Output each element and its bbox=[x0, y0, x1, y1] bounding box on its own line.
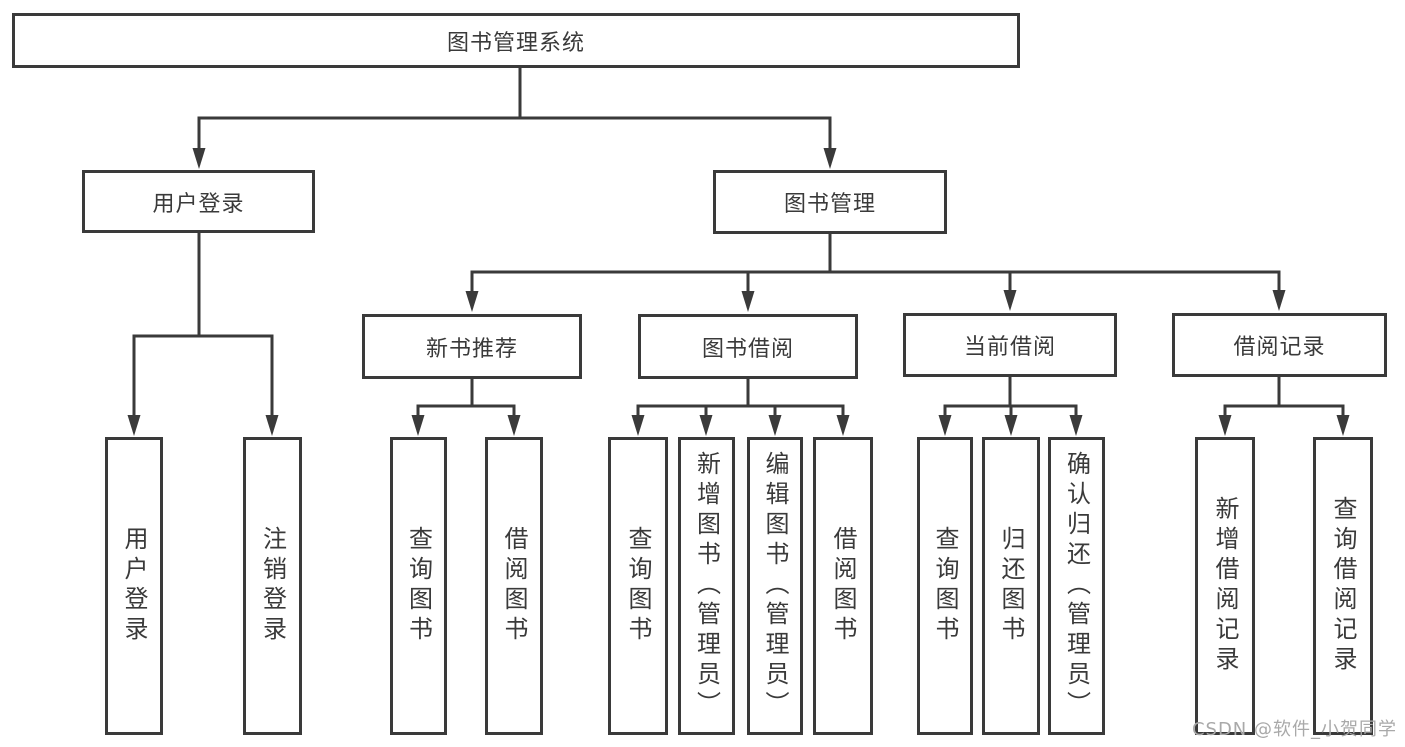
leaf-query-borrow-record: 查询借阅记录 bbox=[1313, 437, 1373, 735]
arrowhead bbox=[823, 148, 837, 169]
node-book-management-group: 图书管理 bbox=[713, 170, 947, 234]
leaf-query-books-recommend-label: 查询图书 bbox=[404, 526, 433, 646]
leaf-user-login-label: 用户登录 bbox=[120, 526, 148, 646]
leaf-return-books-label: 归还图书 bbox=[997, 526, 1025, 646]
node-current-borrowing-label: 当前借阅 bbox=[963, 335, 1056, 360]
node-new-book-recommend-label: 新书推荐 bbox=[425, 336, 518, 362]
arrowhead bbox=[1272, 290, 1286, 311]
arrowhead bbox=[465, 291, 479, 312]
arrowhead bbox=[1004, 415, 1018, 436]
connector-root-to-level1 bbox=[192, 68, 837, 169]
arrowhead bbox=[192, 148, 206, 169]
arrowhead bbox=[938, 415, 952, 436]
leaf-borrow-books-label: 借阅图书 bbox=[829, 526, 857, 646]
node-root-label: 图书管理系统 bbox=[446, 30, 585, 56]
arrowhead bbox=[411, 415, 425, 436]
leaf-query-books-borrowing: 查询图书 bbox=[608, 437, 668, 735]
connector-borrowing-records-to-leaves bbox=[1218, 377, 1350, 436]
node-book-management-group-label: 图书管理 bbox=[783, 192, 876, 217]
leaf-borrow-books-recommend: 借阅图书 bbox=[485, 437, 543, 735]
leaf-edit-books-admin: 编辑图书（管理员） bbox=[747, 437, 803, 735]
node-user-login-group-label: 用户登录 bbox=[152, 191, 245, 217]
leaf-borrow-books-recommend-label: 借阅图书 bbox=[500, 526, 528, 646]
leaf-add-borrow-record: 新增借阅记录 bbox=[1195, 437, 1255, 735]
leaf-add-books-admin-label: 新增图书（管理员） bbox=[692, 451, 721, 721]
leaf-query-books-recommend: 查询图书 bbox=[390, 437, 447, 735]
leaf-return-books: 归还图书 bbox=[982, 437, 1040, 735]
node-book-borrowing: 图书借阅 bbox=[638, 314, 858, 379]
leaf-confirm-return-admin-label: 确认归还（管理员） bbox=[1062, 451, 1091, 721]
node-current-borrowing: 当前借阅 bbox=[903, 313, 1117, 377]
arrowhead bbox=[836, 415, 850, 436]
arrowhead bbox=[741, 291, 755, 312]
leaf-confirm-return-admin: 确认归还（管理员） bbox=[1048, 437, 1105, 735]
arrowhead bbox=[265, 415, 279, 436]
arrowhead bbox=[507, 415, 521, 436]
leaf-logout: 注销登录 bbox=[243, 437, 302, 735]
leaf-user-login: 用户登录 bbox=[105, 437, 163, 735]
node-borrowing-records: 借阅记录 bbox=[1172, 313, 1387, 377]
arrowhead bbox=[1003, 290, 1017, 311]
leaf-query-borrow-record-label: 查询借阅记录 bbox=[1329, 496, 1357, 676]
connector-book-borrowing-to-leaves bbox=[631, 379, 850, 436]
node-borrowing-records-label: 借阅记录 bbox=[1233, 335, 1326, 360]
arrowhead bbox=[1069, 415, 1083, 436]
arrowhead bbox=[699, 415, 713, 436]
leaf-add-books-admin: 新增图书（管理员） bbox=[678, 437, 735, 735]
node-new-book-recommend: 新书推荐 bbox=[362, 314, 582, 379]
arrowhead bbox=[127, 415, 141, 436]
node-book-borrowing-label: 图书借阅 bbox=[701, 336, 794, 362]
arrowhead bbox=[1218, 415, 1232, 436]
node-user-login-group: 用户登录 bbox=[82, 170, 315, 233]
arrowhead bbox=[768, 415, 782, 436]
connector-book-management-to-level2 bbox=[465, 234, 1286, 312]
leaf-add-borrow-record-label: 新增借阅记录 bbox=[1211, 496, 1239, 676]
leaf-query-books-borrowing-label: 查询图书 bbox=[624, 526, 652, 646]
leaf-borrow-books: 借阅图书 bbox=[813, 437, 873, 735]
leaf-query-books-current-label: 查询图书 bbox=[931, 526, 959, 646]
csdn-watermark: CSDN @软件_小贺同学 bbox=[1191, 719, 1397, 740]
arrowhead bbox=[1336, 415, 1350, 436]
leaf-edit-books-admin-label: 编辑图书（管理员） bbox=[761, 451, 789, 721]
connector-new-book-recommend-to-leaves bbox=[411, 379, 521, 436]
leaf-logout-label: 注销登录 bbox=[258, 526, 287, 646]
arrowhead bbox=[631, 415, 645, 436]
connector-user-login-to-leaves bbox=[127, 233, 279, 436]
connector-current-borrowing-to-leaves bbox=[938, 377, 1083, 436]
node-root: 图书管理系统 bbox=[12, 13, 1020, 68]
leaf-query-books-current: 查询图书 bbox=[917, 437, 973, 735]
